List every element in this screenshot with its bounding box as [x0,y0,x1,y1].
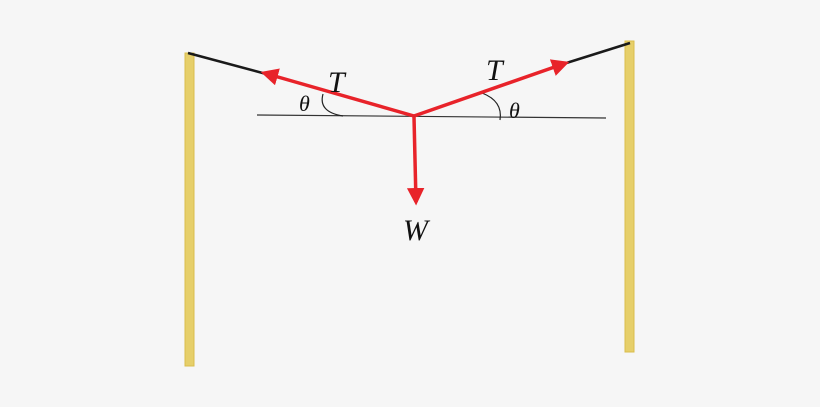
weight-arrow [406,116,425,206]
angle-arc-left [321,93,344,117]
angle-label-left: θ [299,91,310,116]
right-wire [559,41,631,67]
weight-label: W [403,214,431,247]
left-wire [187,51,271,77]
angle-arc-right [481,92,501,121]
horizontal-reference-line [256,114,607,119]
tension-label-right: T [486,54,505,87]
tension-arrow-left [260,68,415,118]
angle-label-right: θ [509,98,520,123]
right-pole [624,40,635,353]
tension-label-left: T [328,66,347,99]
left-pole [184,52,195,367]
tension-arrow-right [413,59,570,118]
